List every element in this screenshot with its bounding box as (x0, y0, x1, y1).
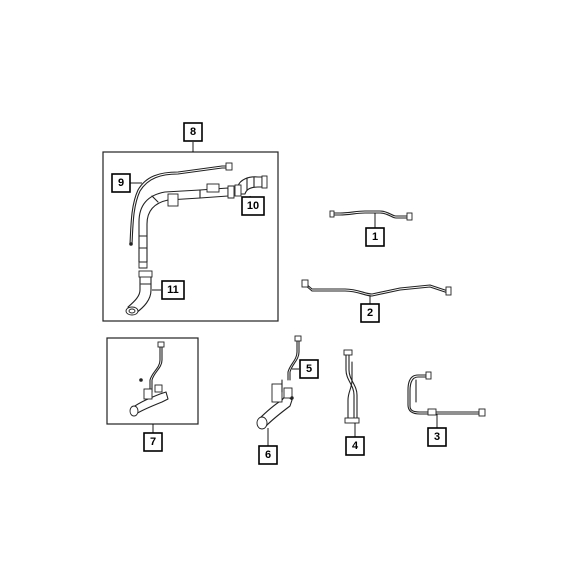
callout-5-label: 5 (306, 363, 312, 375)
callout-4[interactable]: 4 (345, 436, 365, 456)
callout-7-label: 7 (150, 436, 156, 448)
part-8-filler-neck (138, 183, 235, 269)
callout-1[interactable]: 1 (365, 227, 385, 247)
callout-10-label: 10 (247, 200, 259, 212)
part-7-filler-assembly (129, 341, 169, 417)
callout-6-label: 6 (265, 449, 271, 461)
part-1-line (329, 210, 413, 221)
part-11-elbow-hose (125, 270, 153, 316)
group-frame-8 (102, 151, 279, 322)
group-frame-7 (106, 337, 199, 425)
callout-11-label: 11 (167, 284, 179, 296)
callout-8[interactable]: 8 (183, 122, 203, 142)
callout-6[interactable]: 6 (258, 445, 278, 465)
callout-1-label: 1 (372, 231, 378, 243)
part-10-hose (234, 175, 268, 197)
part-6-filler-assembly (256, 379, 294, 430)
callout-4-label: 4 (352, 440, 359, 452)
callout-9-label: 9 (118, 177, 124, 189)
callout-2[interactable]: 2 (360, 303, 380, 323)
part-5-vent-line (287, 335, 302, 381)
callout-2-label: 2 (367, 307, 373, 319)
part-2-line (301, 279, 452, 297)
callout-11[interactable]: 11 (161, 280, 185, 300)
part-4-line (343, 349, 360, 424)
callout-3[interactable]: 3 (427, 427, 447, 447)
callout-5[interactable]: 5 (299, 359, 319, 379)
callout-7[interactable]: 7 (143, 432, 163, 452)
part-9-vent-tube (129, 162, 233, 246)
callout-3-label: 3 (434, 431, 440, 443)
callout-9[interactable]: 9 (111, 173, 131, 193)
callout-10[interactable]: 10 (241, 196, 265, 216)
part-3-line (407, 371, 486, 417)
callout-8-label: 8 (190, 126, 196, 138)
